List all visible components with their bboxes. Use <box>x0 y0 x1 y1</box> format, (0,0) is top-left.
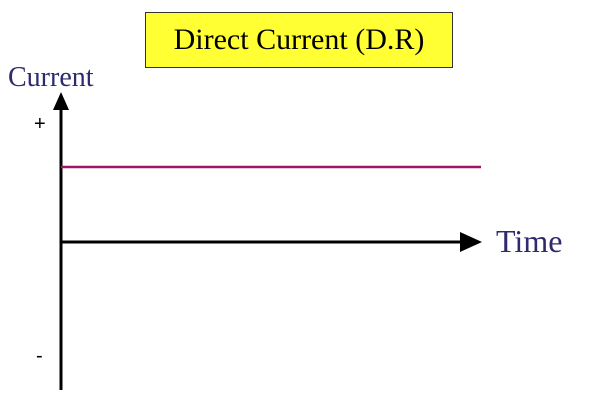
y-axis-arrowhead <box>53 92 69 110</box>
y-axis-label: Current <box>8 62 94 93</box>
negative-sign: - <box>36 345 43 367</box>
x-axis-arrowhead <box>460 232 482 252</box>
title-box: Direct Current (D.R) <box>145 12 453 68</box>
positive-sign: + <box>34 113 46 135</box>
x-axis-label: Time <box>496 223 563 259</box>
diagram-title: Direct Current (D.R) <box>173 23 425 56</box>
